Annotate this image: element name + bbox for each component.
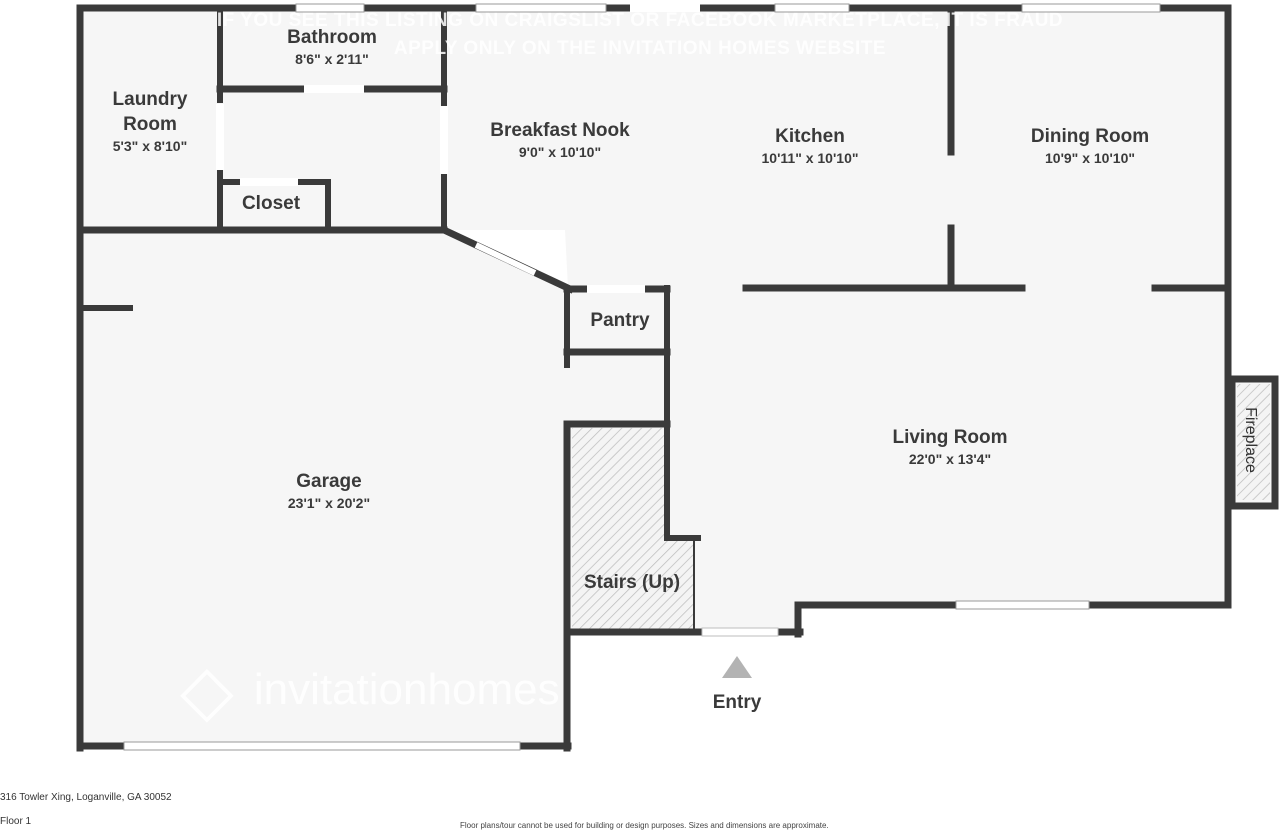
entry-arrow-icon bbox=[722, 656, 752, 678]
room-dimensions: 10'11" x 10'10" bbox=[761, 150, 859, 166]
logo-watermark: ◇ invitationhomes bbox=[180, 655, 560, 725]
room-dimensions: 23'1" x 20'2" bbox=[287, 495, 371, 511]
room-name: Stairs (Up) bbox=[583, 572, 681, 593]
room-laundry: Laundry Room 5'3" x 8'10" bbox=[113, 87, 188, 155]
room-garage: Garage 23'1" x 20'2" bbox=[288, 469, 370, 512]
address-text: 316 Towler Xing, Loganville, GA 30052 bbox=[0, 792, 172, 803]
room-name: Pantry bbox=[590, 310, 650, 331]
fireplace-label: Fireplace bbox=[1242, 407, 1259, 473]
stairs-hatch bbox=[572, 428, 694, 629]
room-name: Living Room bbox=[892, 427, 1008, 448]
room-name: Closet bbox=[241, 193, 301, 214]
watermark-line-2: APPLY ONLY ON THE INVITATION HOMES WEBSI… bbox=[393, 38, 887, 59]
entry-label: Entry bbox=[713, 690, 762, 715]
room-name: Bathroom bbox=[287, 27, 377, 48]
logo-text: invitationhomes bbox=[253, 665, 560, 714]
room-name: Breakfast Nook bbox=[490, 120, 630, 141]
watermark-line-1: IF YOU SEE THIS LISTING ON CRAIGSLIST OR… bbox=[216, 10, 1064, 31]
disclaimer-text: Floor plans/tour cannot be used for buil… bbox=[460, 821, 829, 830]
room-bathroom: Bathroom 8'6" x 2'11" bbox=[287, 25, 377, 68]
room-name: Dining Room bbox=[1030, 126, 1150, 147]
floor-label: Floor 1 bbox=[0, 816, 32, 827]
room-dimensions: 9'0" x 10'10" bbox=[518, 144, 602, 160]
diagonal-door-opening bbox=[474, 242, 537, 276]
floor-area bbox=[80, 8, 1274, 748]
room-kitchen: Kitchen 10'11" x 10'10" bbox=[761, 124, 858, 167]
room-closet: Closet bbox=[242, 191, 300, 216]
fireplace-hatch bbox=[1237, 384, 1270, 500]
room-name: Room bbox=[123, 114, 177, 135]
room-pantry: Pantry bbox=[590, 308, 649, 333]
room-breakfast-nook: Breakfast Nook 9'0" x 10'10" bbox=[490, 118, 629, 161]
door-openings bbox=[216, 4, 779, 637]
entry-text: Entry bbox=[712, 692, 762, 713]
room-name: Laundry bbox=[112, 89, 188, 110]
room-stairs: Stairs (Up) bbox=[584, 570, 680, 595]
room-dimensions: 8'6" x 2'11" bbox=[295, 51, 369, 67]
windows bbox=[123, 3, 1161, 751]
room-dimensions: 22'0" x 13'4" bbox=[908, 451, 992, 467]
room-dining: Dining Room 10'9" x 10'10" bbox=[1031, 124, 1149, 167]
room-name: Garage bbox=[296, 471, 362, 492]
logo-diamond-icon: ◇ bbox=[180, 651, 234, 729]
room-dimensions: 10'9" x 10'10" bbox=[1044, 150, 1136, 166]
room-name: Kitchen bbox=[775, 126, 845, 147]
room-living: Living Room 22'0" x 13'4" bbox=[892, 425, 1007, 468]
room-dimensions: 5'3" x 8'10" bbox=[112, 138, 188, 154]
